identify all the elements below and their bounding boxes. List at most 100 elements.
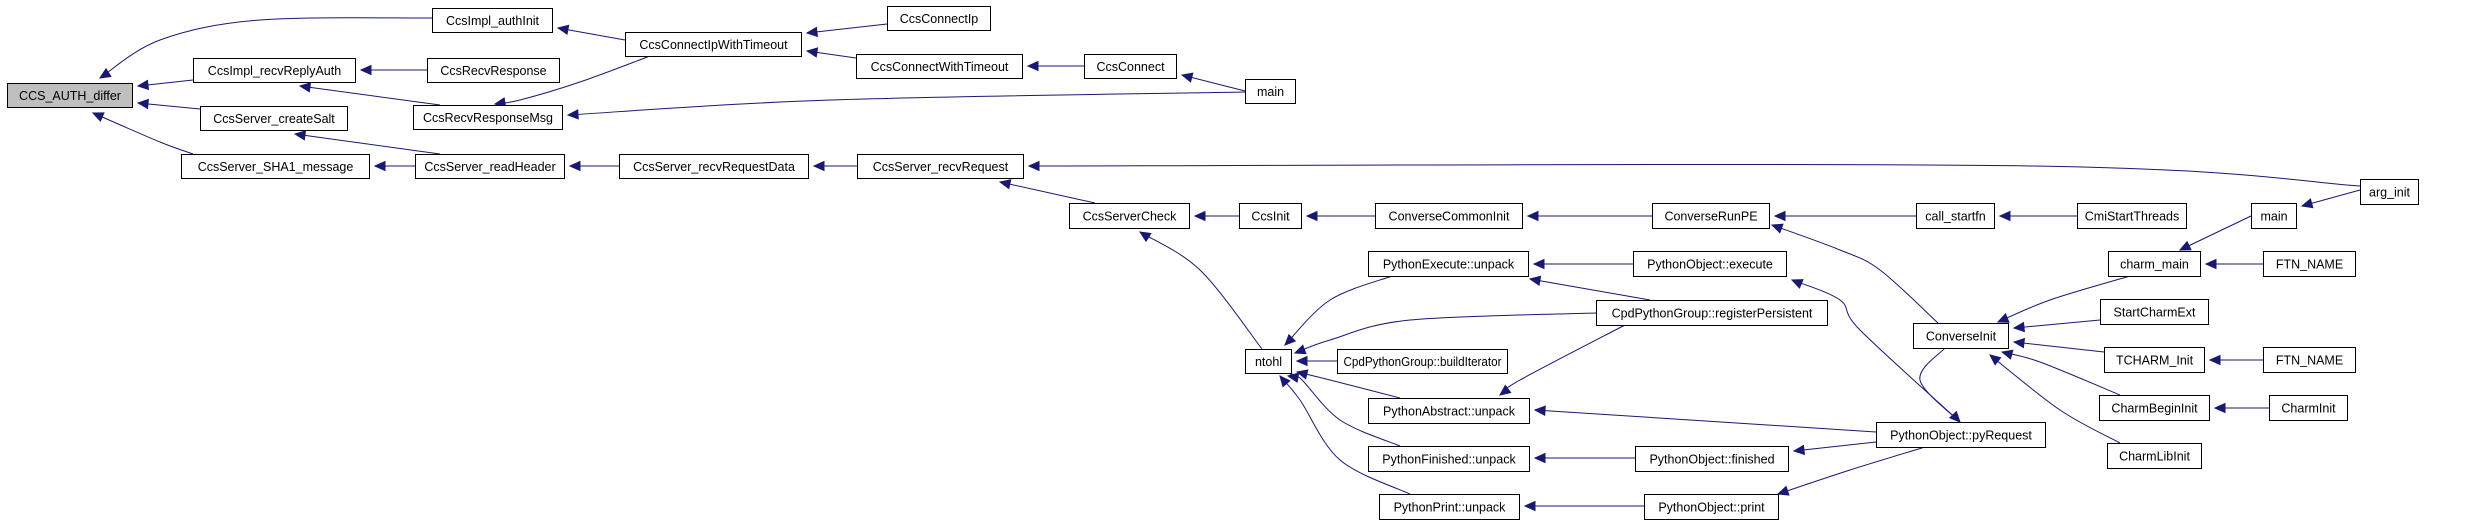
node-ftn-name[interactable]: FTN_NAME (2263, 251, 2356, 277)
node-pythonobject-pyrequest[interactable]: PythonObject::pyRequest (1876, 422, 2046, 448)
node-cmistartthreads[interactable]: CmiStartThreads (2077, 203, 2187, 229)
node-pythonexecute-unpack[interactable]: PythonExecute::unpack (1368, 251, 1529, 277)
node-box[interactable] (1913, 323, 2009, 349)
node-box[interactable] (1635, 446, 1789, 472)
node-converseinit[interactable]: ConverseInit (1913, 323, 2009, 349)
arrowhead-icon (1532, 258, 1545, 270)
node-charmlibinit[interactable]: CharmLibInit (2107, 443, 2202, 469)
node-box[interactable] (427, 58, 560, 83)
node-label: CcsServer_readHeader (424, 160, 555, 174)
node-ccsrecvresponsemsg[interactable]: CcsRecvResponseMsg (413, 105, 563, 130)
node-arg-init[interactable]: arg_init (2360, 179, 2419, 205)
edge-main-to-charm-main (2178, 215, 2252, 251)
node-box[interactable] (857, 154, 1024, 179)
node-ccsrecvresponse[interactable]: CcsRecvResponse (427, 58, 560, 83)
node-ccs-auth-differ[interactable]: CCS_AUTH_differ (7, 83, 133, 108)
node-box[interactable] (1633, 251, 1787, 277)
node-ntohl[interactable]: ntohl (1245, 349, 1292, 374)
node-ftn-name[interactable]: FTN_NAME (2263, 347, 2356, 373)
node-box[interactable] (2251, 203, 2297, 229)
node-conversecommoninit[interactable]: ConverseCommonInit (1375, 203, 1523, 229)
node-box[interactable] (2099, 395, 2210, 421)
node-box[interactable] (413, 105, 563, 130)
node-box[interactable] (193, 58, 356, 83)
node-box[interactable] (1916, 203, 1995, 229)
edge-charmbegininit-to-converseinit (2000, 349, 2121, 396)
node-box[interactable] (1245, 79, 1296, 104)
node-box[interactable] (7, 83, 133, 108)
node-ccsconnect[interactable]: CcsConnect (1084, 54, 1177, 79)
node-box[interactable] (1084, 54, 1177, 79)
node-ccsserver-sha1-message[interactable]: CcsServer_SHA1_message (181, 154, 370, 179)
node-pythonfinished-unpack[interactable]: PythonFinished::unpack (1368, 446, 1530, 472)
node-cpdpythongroup-registerpersistent[interactable]: CpdPythonGroup::registerPersistent (1596, 300, 1828, 326)
node-box[interactable] (200, 106, 348, 131)
node-box[interactable] (1368, 398, 1530, 424)
node-box[interactable] (1069, 203, 1190, 229)
node-box[interactable] (856, 54, 1023, 79)
node-box[interactable] (415, 154, 565, 179)
node-box[interactable] (2263, 347, 2356, 373)
node-ccsserver-readheader[interactable]: CcsServer_readHeader (415, 154, 565, 179)
node-box[interactable] (1644, 494, 1779, 520)
edge-pythonobject-execute-to-pythonexecute-unpack (1532, 258, 1633, 270)
node-box[interactable] (1368, 446, 1530, 472)
node-box[interactable] (1379, 494, 1520, 520)
node-charmbegininit[interactable]: CharmBeginInit (2099, 395, 2210, 421)
node-pythonobject-execute[interactable]: PythonObject::execute (1633, 251, 1787, 277)
arrowhead-icon (1286, 372, 1300, 383)
node-box[interactable] (1239, 203, 1302, 229)
node-box[interactable] (625, 32, 802, 57)
node-ccsconnectipwithtimeout[interactable]: CcsConnectIpWithTimeout (625, 32, 802, 57)
edge-ntohl-to-ccsservercheck (1138, 231, 1263, 350)
node-label: CmiStartThreads (2085, 210, 2179, 224)
node-pythonabstract-unpack[interactable]: PythonAbstract::unpack (1368, 398, 1530, 424)
node-charm-main[interactable]: charm_main (2108, 251, 2201, 277)
node-call-startfn[interactable]: call_startfn (1916, 203, 1995, 229)
node-ccsconnectwithtimeout[interactable]: CcsConnectWithTimeout (856, 54, 1023, 79)
node-box[interactable] (619, 154, 809, 179)
node-box[interactable] (2360, 179, 2419, 205)
node-ccsserver-recvrequest[interactable]: CcsServer_recvRequest (857, 154, 1024, 179)
arrowhead-icon (1773, 210, 1786, 222)
node-ccsinit[interactable]: CcsInit (1239, 203, 1302, 229)
node-pythonobject-print[interactable]: PythonObject::print (1644, 494, 1779, 520)
node-box[interactable] (1652, 203, 1770, 229)
node-ccsserver-createsalt[interactable]: CcsServer_createSalt (200, 106, 348, 131)
node-box[interactable] (887, 6, 991, 31)
node-label: PythonExecute::unpack (1383, 258, 1515, 272)
node-box[interactable] (2104, 347, 2205, 373)
node-main[interactable]: main (1245, 79, 1296, 104)
node-converserunpe[interactable]: ConverseRunPE (1652, 203, 1770, 229)
node-box[interactable] (1245, 349, 1292, 374)
node-box[interactable] (1368, 251, 1529, 277)
node-box[interactable] (2269, 395, 2348, 421)
node-box[interactable] (2263, 251, 2356, 277)
node-startcharmext[interactable]: StartCharmExt (2100, 299, 2209, 325)
node-box[interactable] (181, 154, 370, 179)
node-box[interactable] (1337, 349, 1508, 374)
node-box[interactable] (432, 8, 553, 33)
node-box[interactable] (2108, 251, 2201, 277)
arrowhead-icon (1996, 313, 2010, 323)
node-box[interactable] (2100, 299, 2209, 325)
node-box[interactable] (1375, 203, 1523, 229)
node-main[interactable]: main (2251, 203, 2297, 229)
node-box[interactable] (1876, 422, 2046, 448)
node-ccsserver-recvrequestdata[interactable]: CcsServer_recvRequestData (619, 154, 809, 179)
node-cpdpythongroup-builditerator[interactable]: CpdPythonGroup::buildIterator (1337, 349, 1508, 374)
edge-startcharmext-to-converseinit (2012, 319, 2101, 333)
node-box[interactable] (1596, 300, 1828, 326)
node-tcharm-init[interactable]: TCHARM_Init (2104, 347, 2205, 373)
node-ccsservercheck[interactable]: CcsServerCheck (1069, 203, 1190, 229)
edge-line (1534, 409, 1877, 433)
node-box[interactable] (2077, 203, 2187, 229)
node-pythonobject-finished[interactable]: PythonObject::finished (1635, 446, 1789, 472)
node-box[interactable] (2107, 443, 2202, 469)
node-ccsconnectip[interactable]: CcsConnectIp (887, 6, 991, 31)
node-ccsimpl-authinit[interactable]: CcsImpl_authInit (432, 8, 553, 33)
node-ccsimpl-recvreplyauth[interactable]: CcsImpl_recvReplyAuth (193, 58, 356, 83)
arrowhead-icon (1293, 344, 1307, 355)
node-charminit[interactable]: CharmInit (2269, 395, 2348, 421)
node-pythonprint-unpack[interactable]: PythonPrint::unpack (1379, 494, 1520, 520)
